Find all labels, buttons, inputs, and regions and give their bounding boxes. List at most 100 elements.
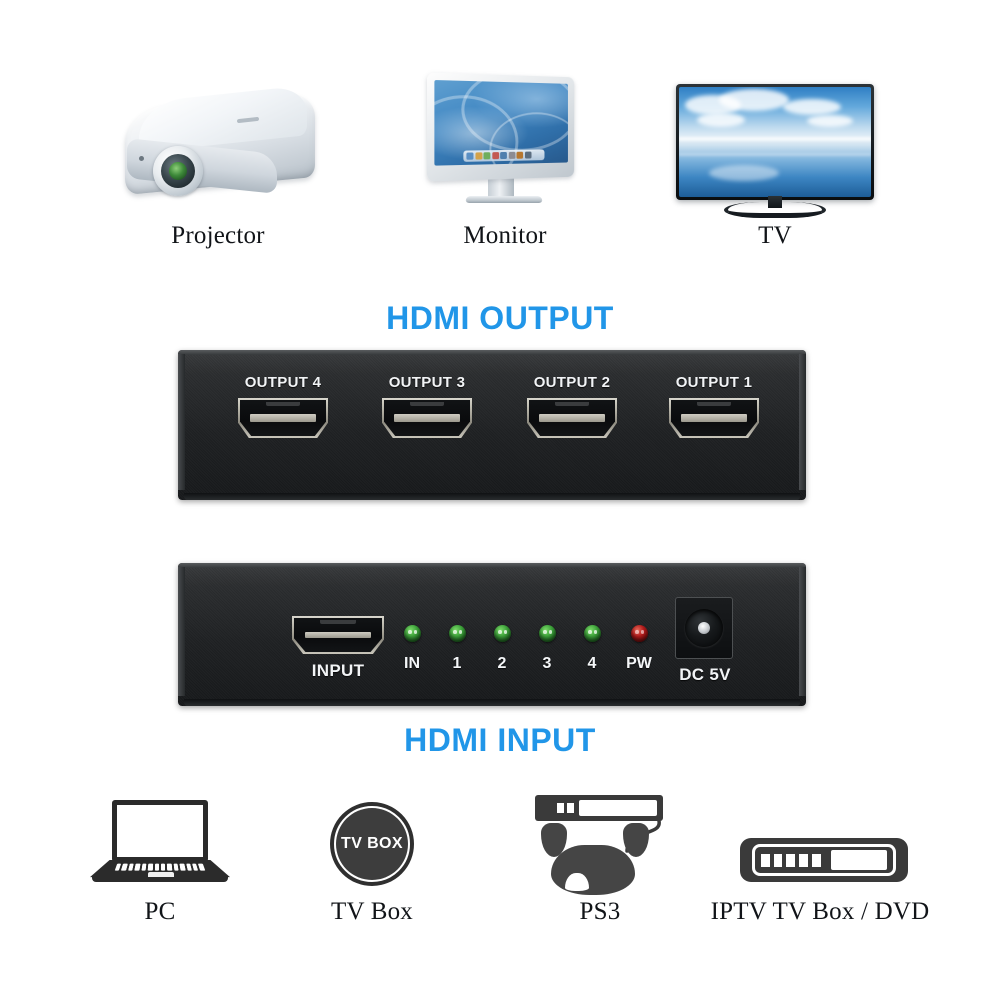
- led-highlight: [453, 630, 457, 634]
- output-3-label: OUTPUT 3: [388, 374, 466, 391]
- led-highlight: [408, 630, 412, 634]
- laptop-key: [167, 863, 173, 871]
- tv-label: TV: [758, 222, 792, 249]
- pc-label: PC: [144, 898, 176, 925]
- ps3-button: [557, 803, 564, 813]
- led-4: [584, 625, 601, 642]
- tv-horizon-band: [679, 153, 871, 156]
- hdmi-port-output-4[interactable]: [238, 398, 328, 438]
- splitter-output-panel: OUTPUT 4 OUTPUT 3 OUTPUT 2 OUTPUT 1: [178, 350, 806, 500]
- hdmi-port-notch: [265, 402, 301, 406]
- ps3-console-body: [535, 795, 663, 821]
- iptv-button: [811, 853, 821, 867]
- led-highlight: [543, 630, 547, 634]
- led-highlight: [635, 630, 639, 634]
- laptop-keyboard: [114, 863, 206, 871]
- laptop-key: [185, 863, 192, 871]
- laptop-trackpad: [148, 872, 174, 879]
- led-label-1: 1: [452, 655, 462, 672]
- led-label-3: 3: [542, 655, 552, 672]
- dc-jack-barrel: [685, 609, 723, 647]
- monitor-neck: [488, 175, 514, 197]
- iptv-button: [799, 853, 808, 867]
- tv-box-icon: TV BOX: [330, 802, 416, 888]
- led-label-2: 2: [497, 655, 507, 672]
- output-2-label: OUTPUT 2: [533, 374, 611, 391]
- monitor-bezel: [426, 72, 575, 182]
- splitter-input-panel: INPUT IN 1 2 3 4 PW: [178, 563, 806, 706]
- projector-lens-barrel: [161, 154, 195, 188]
- led-2: [494, 625, 511, 642]
- iptv-display-panel: [830, 850, 887, 870]
- ps3-label: PS3: [579, 898, 621, 925]
- set-top-box-icon: [740, 838, 910, 884]
- laptop-screen: [112, 800, 208, 862]
- tv-box-disc: TV BOX: [336, 808, 408, 880]
- hdmi-port-cavity: [671, 400, 757, 436]
- tv-reflection: [709, 165, 779, 181]
- hdmi-port-cavity: [384, 400, 470, 436]
- input-port-label: INPUT: [311, 661, 365, 680]
- dock-icon: [491, 152, 499, 160]
- dock-icon: [524, 151, 532, 159]
- panel-right-edge: [799, 567, 806, 696]
- iptv-label: IPTV TV Box / DVD: [710, 898, 930, 925]
- hdmi-port-input[interactable]: [292, 616, 384, 654]
- dock-icon: [508, 151, 516, 159]
- dock-icon: [466, 152, 474, 160]
- hdmi-port-cavity: [529, 400, 615, 436]
- panel-left-edge: [178, 354, 185, 490]
- laptop-key: [192, 863, 199, 871]
- laptop-key: [147, 863, 153, 871]
- led-3: [539, 625, 556, 642]
- laptop-key: [179, 863, 186, 871]
- hdmi-port-tongue: [250, 414, 316, 422]
- laptop-key: [154, 863, 159, 871]
- tv-cloud: [697, 113, 745, 127]
- hdmi-port-notch: [554, 402, 590, 406]
- hdmi-input-banner: HDMI INPUT: [404, 722, 596, 758]
- led-1: [449, 625, 466, 642]
- output-4-label: OUTPUT 4: [244, 374, 322, 391]
- led-highlight: [413, 630, 417, 634]
- led-label-pw: PW: [626, 655, 652, 672]
- monitor-dock: [463, 149, 545, 162]
- iptv-button: [761, 853, 770, 867]
- dc-power-jack[interactable]: [675, 597, 733, 659]
- hdmi-port-output-1[interactable]: [669, 398, 759, 438]
- tv-cloud: [807, 115, 853, 127]
- panel-left-edge: [178, 567, 185, 696]
- panel-top-edge: [178, 563, 806, 568]
- hdmi-output-banner: HDMI OUTPUT: [386, 300, 614, 336]
- hdmi-port-notch: [409, 402, 445, 406]
- monitor-base: [465, 196, 543, 203]
- monitor-label: Monitor: [463, 222, 547, 249]
- led-power: [631, 625, 648, 642]
- led-highlight: [498, 630, 502, 634]
- led-label-4: 4: [587, 655, 597, 672]
- laptop-key: [127, 863, 135, 871]
- hdmi-port-notch: [696, 402, 732, 406]
- panel-bottom-edge: [184, 699, 800, 706]
- hdmi-port-tongue: [304, 631, 372, 639]
- led-highlight: [503, 630, 507, 634]
- hdmi-port-output-2[interactable]: [527, 398, 617, 438]
- projector-indicator-dot: [139, 156, 144, 161]
- hdmi-port-tongue: [539, 414, 605, 422]
- hdmi-port-cavity: [240, 400, 326, 436]
- output-1-label: OUTPUT 1: [675, 374, 753, 391]
- led-highlight: [588, 630, 592, 634]
- tv-box-label: TV Box: [331, 898, 413, 925]
- laptop-key: [173, 863, 179, 871]
- led-highlight: [640, 630, 644, 634]
- tv-icon: [676, 84, 876, 224]
- dc-power-label: DC 5V: [679, 665, 731, 684]
- projector-lens-glass: [169, 162, 187, 180]
- led-highlight: [548, 630, 552, 634]
- hdmi-port-output-3[interactable]: [382, 398, 472, 438]
- laptop-key: [160, 863, 166, 871]
- iptv-button: [786, 853, 796, 867]
- tv-stand-base: [724, 202, 826, 218]
- dock-icon: [474, 152, 482, 160]
